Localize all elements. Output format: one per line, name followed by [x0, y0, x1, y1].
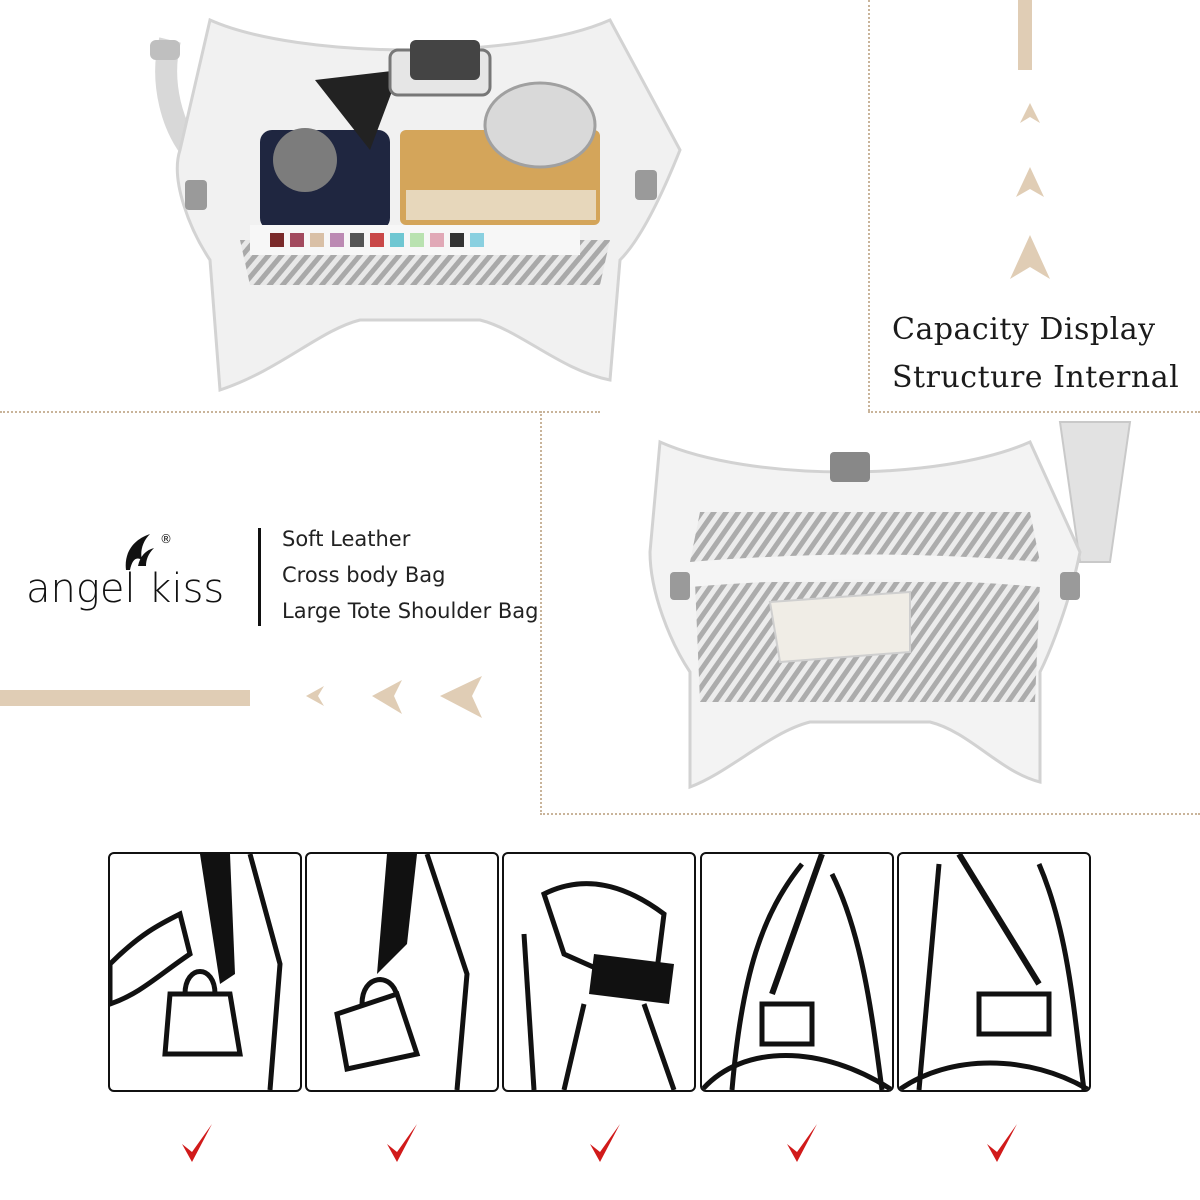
- carry-panel-crossbody-side: [897, 852, 1091, 1092]
- feature-large-tote: Large Tote Shoulder Bag: [282, 599, 539, 623]
- crossbody-front-illustration: [702, 854, 892, 1090]
- divider-top-left: [0, 411, 600, 413]
- checkmark-icon: [182, 1124, 212, 1162]
- checkmark-icon: [787, 1124, 817, 1162]
- hand-carry-illustration: [110, 854, 283, 1090]
- feature-soft-leather: Soft Leather: [282, 527, 411, 551]
- arrow-up-icon: [1010, 103, 1050, 279]
- carry-panel-low: [305, 852, 499, 1092]
- shoulder-carry-illustration: [521, 881, 677, 1090]
- carry-panel-shoulder: [502, 852, 696, 1092]
- crossbody-side-illustration: [899, 854, 1089, 1090]
- caption-structure: Structure Internal: [892, 360, 1180, 395]
- divider-vertical-top: [868, 0, 870, 411]
- checkmark-icon: [987, 1124, 1017, 1162]
- hand-low-illustration: [334, 854, 470, 1090]
- accent-bar-vertical: [1018, 0, 1032, 70]
- logo-separator: [258, 528, 261, 626]
- angel-wing-icon: [125, 534, 154, 570]
- carry-panel-hand: [108, 852, 302, 1092]
- divider-top-right: [868, 411, 1200, 413]
- caption-capacity: Capacity Display: [892, 312, 1156, 347]
- divider-mid-right: [540, 813, 1200, 815]
- accent-bar-horizontal: [0, 690, 250, 706]
- bag-structure-photo: [648, 421, 1132, 790]
- feature-cross-body: Cross body Bag: [282, 563, 446, 587]
- bag-capacity-photo: [150, 17, 682, 393]
- checkmark-icon: [387, 1124, 417, 1162]
- arrow-left-icon: [306, 676, 482, 718]
- carry-panel-crossbody-front: [700, 852, 894, 1092]
- brand-logo: angel kiss: [26, 566, 225, 612]
- checkmark-icon: [590, 1124, 620, 1162]
- registered-mark: ®: [160, 532, 172, 546]
- divider-vertical-mid: [540, 411, 542, 815]
